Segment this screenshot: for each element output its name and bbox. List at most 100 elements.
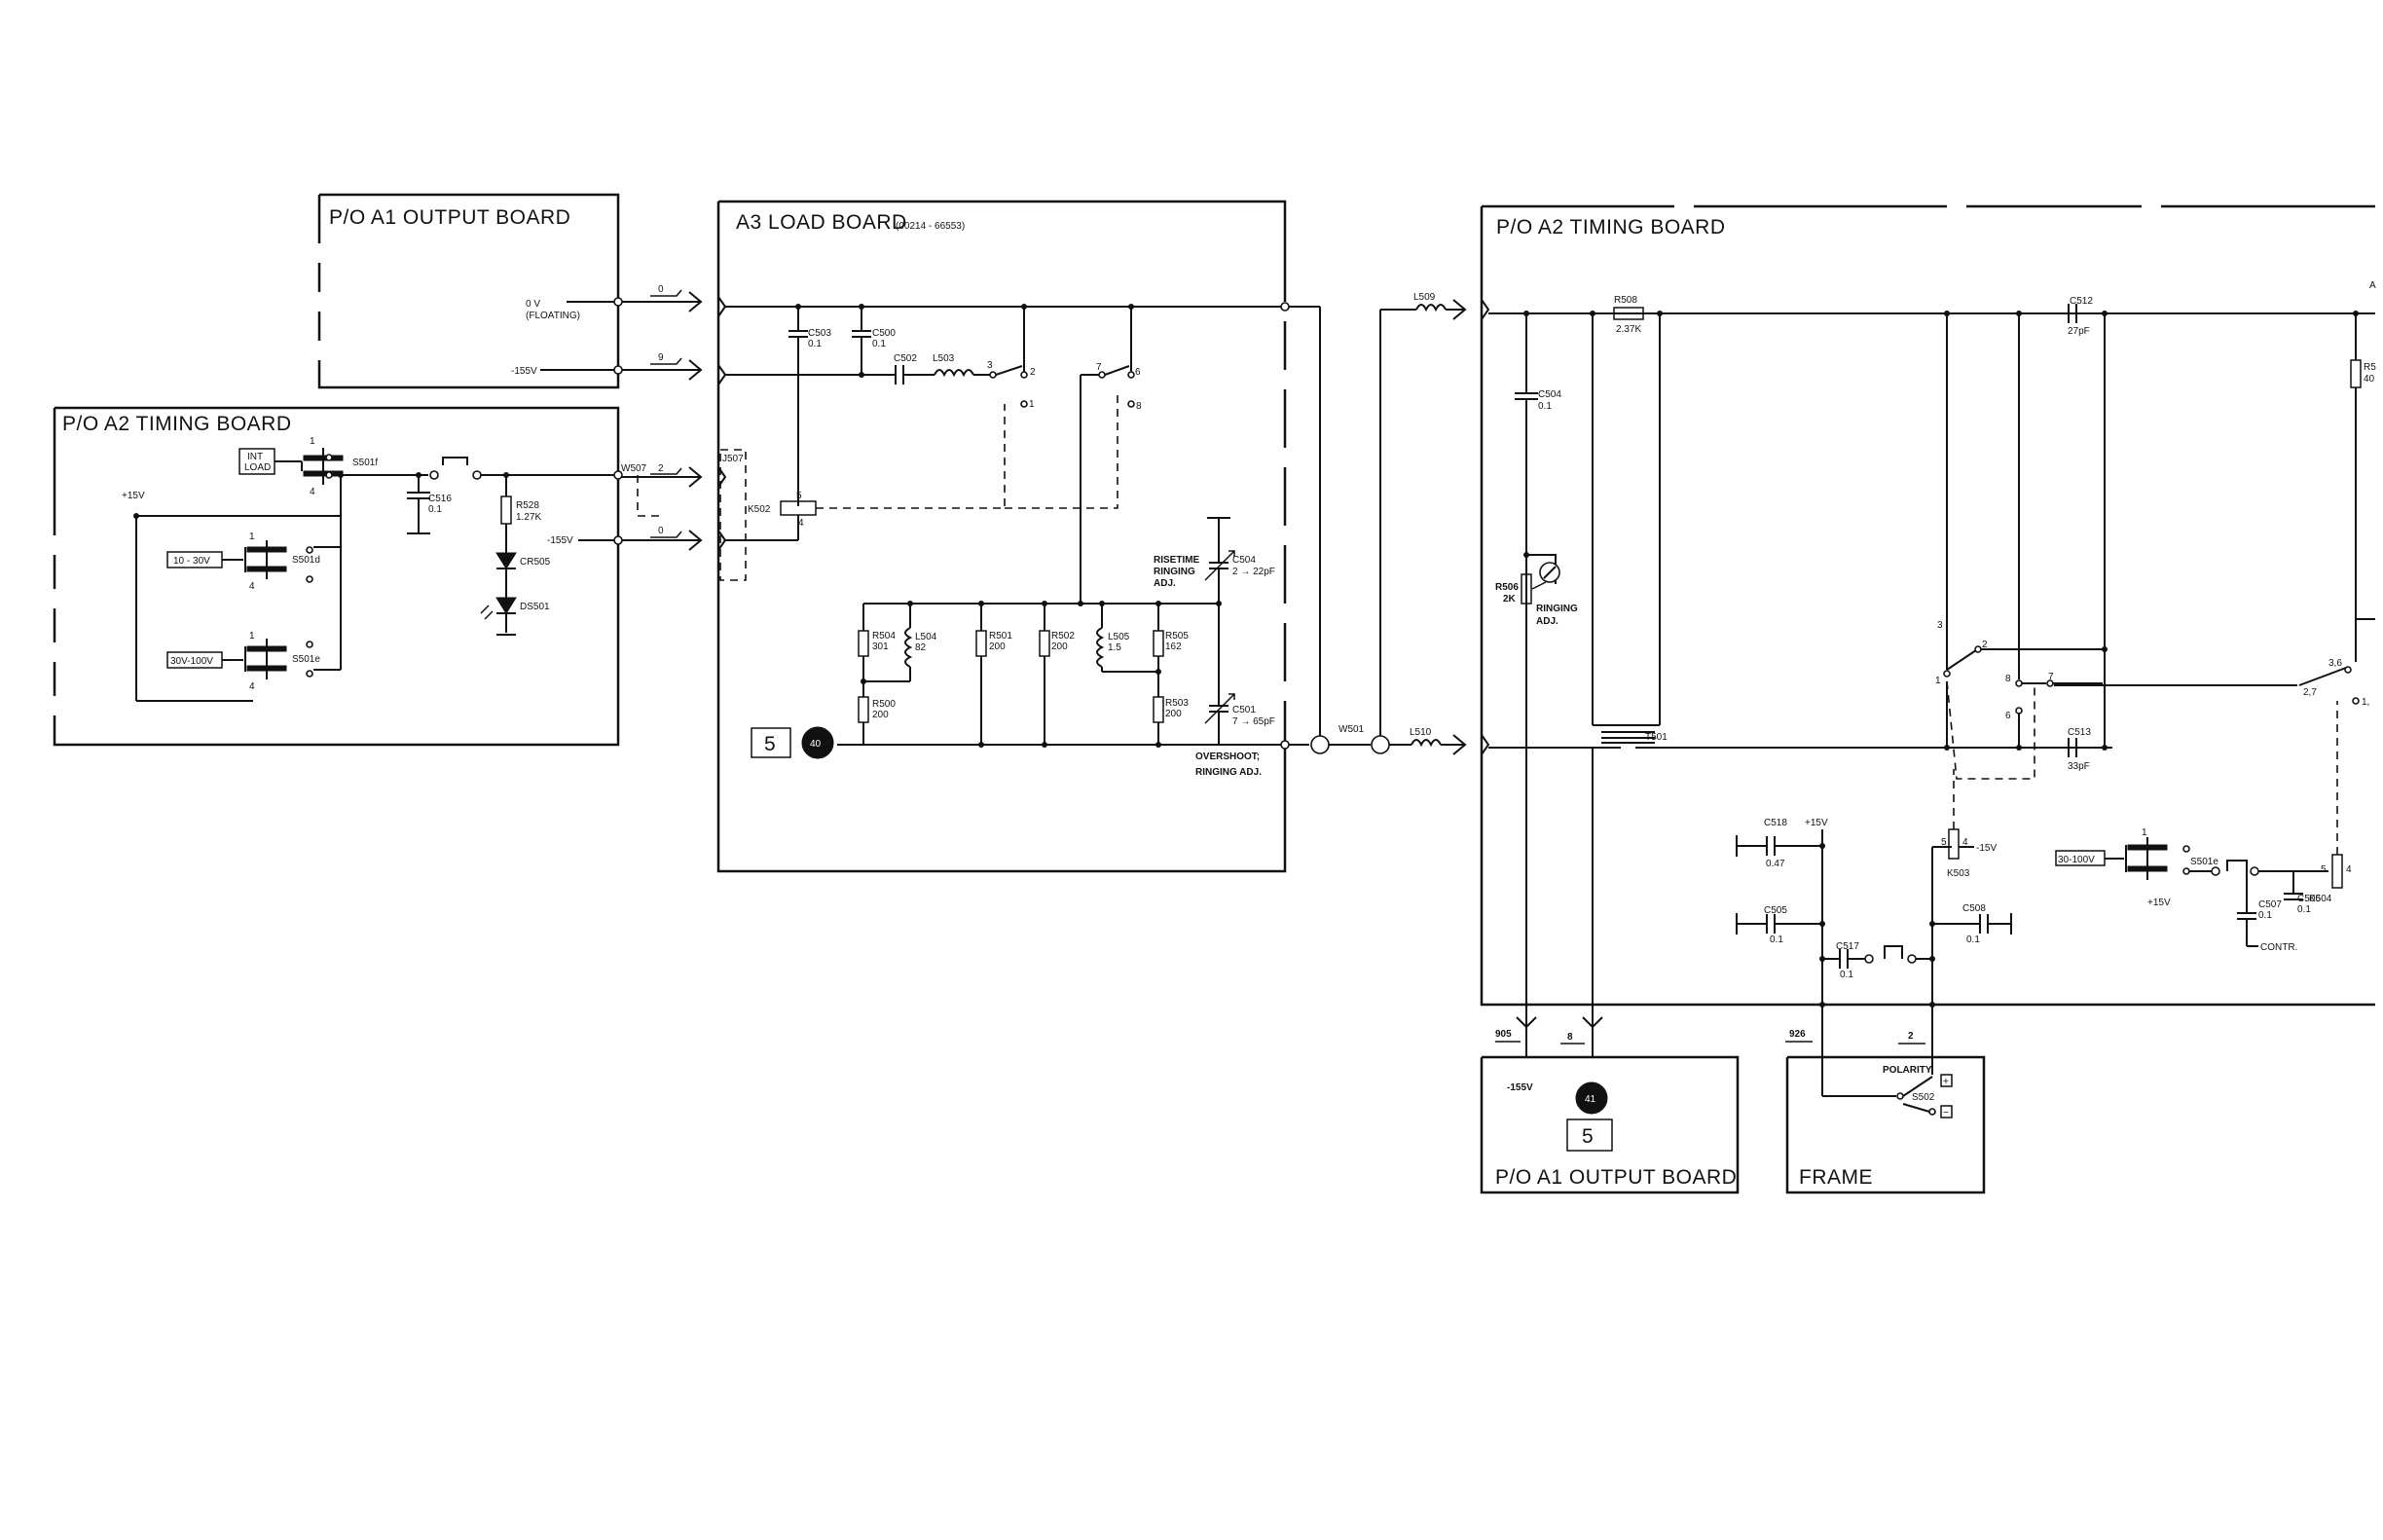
pin-3: 3 xyxy=(987,360,993,371)
label-j507: J507 xyxy=(722,454,744,464)
a1-output-board-top: P/O A1 OUTPUT BOARD 0 V (FLOATING) -155V… xyxy=(317,193,703,389)
label-r503: R503 xyxy=(1165,698,1189,709)
label-30-100v: 30V-100V xyxy=(170,656,213,667)
ringing-adj-1: RINGING xyxy=(1536,604,1578,614)
value-r500: 200 xyxy=(872,710,889,720)
label-c517: C517 xyxy=(1836,941,1859,952)
pin-27-r: 2,7 xyxy=(2303,687,2317,698)
pin-5-k503: 5 xyxy=(1941,837,1947,848)
pin-4-k503: 4 xyxy=(1962,837,1968,848)
ringing-adj-2: ADJ. xyxy=(1536,616,1558,627)
a2-timing-board-left: P/O A2 TIMING BOARD INT LOAD 1 4 S501f +… xyxy=(53,406,703,747)
value-c513: 33pF xyxy=(2068,761,2090,772)
label-c512: C512 xyxy=(2070,296,2093,307)
a3-part-number: (00214 - 66553) xyxy=(896,221,965,232)
a2-left-title: P/O A2 TIMING BOARD xyxy=(62,413,292,435)
label-s501f: S501f xyxy=(352,458,378,468)
label-t501: T501 xyxy=(1645,732,1668,743)
pin-4: 4 xyxy=(310,487,315,497)
pin-1-d: 1 xyxy=(249,532,255,542)
pin-5-k504: 5 xyxy=(2321,864,2327,875)
sheet-ref-circle-bottom: 41 xyxy=(1585,1094,1596,1105)
risetime-label-2: RINGING xyxy=(1154,567,1195,577)
value-c505: 0.1 xyxy=(1770,935,1783,945)
a2-timing-board-right: P/O A2 TIMING BOARD R508 2.37K T501 C504… xyxy=(1480,204,2376,1012)
value-c516: 0.1 xyxy=(428,504,442,515)
label-c505: C505 xyxy=(1764,905,1787,916)
overshoot-label-1: OVERSHOOT; xyxy=(1195,752,1260,762)
label-m155-bottom: -155V xyxy=(1507,1082,1533,1093)
pin-6-r: 6 xyxy=(2005,711,2011,721)
pin-1: 1 xyxy=(310,436,315,447)
value-c503: 0.1 xyxy=(808,339,822,349)
label-r506: R506 xyxy=(1495,582,1519,593)
value-c508: 0.1 xyxy=(1966,935,1980,945)
value-c507: 0.1 xyxy=(2258,910,2272,921)
pin-7: 7 xyxy=(1096,362,1102,373)
pin-3-r: 3 xyxy=(1937,620,1943,631)
label-m155-top: -155V xyxy=(511,366,537,377)
label-c504-a2: C504 xyxy=(1538,389,1561,400)
label-0v: 0 V xyxy=(526,299,540,310)
value-r508: 2.37K xyxy=(1616,324,1641,335)
value-l505: 1.5 xyxy=(1108,642,1121,653)
value-c517: 0.1 xyxy=(1840,970,1853,980)
value-r528: 1.27K xyxy=(516,512,541,523)
value-c504-a3: 2 → 22pF xyxy=(1232,567,1275,577)
pin-4-d: 4 xyxy=(249,581,255,592)
sheet-ref-box-a3: 5 xyxy=(764,733,776,755)
value-c512: 27pF xyxy=(2068,326,2090,337)
label-contr: CONTR. xyxy=(2260,942,2297,953)
sheet-ref-box-bottom: 5 xyxy=(1582,1125,1594,1148)
a2-right-title: P/O A2 TIMING BOARD xyxy=(1496,216,1726,238)
label-w501: W501 xyxy=(1338,724,1365,735)
pin-4-e: 4 xyxy=(249,681,255,692)
label-l510: L510 xyxy=(1410,727,1432,738)
bottom-connections: 905 8 926 2 xyxy=(1495,1002,1935,1045)
a1-top-title: P/O A1 OUTPUT BOARD xyxy=(329,206,570,229)
pin-5: 5 xyxy=(796,491,802,501)
label-k504: K504 xyxy=(2309,894,2332,904)
plus-symbol: + xyxy=(1943,1077,1949,1087)
label-r500: R500 xyxy=(872,699,896,710)
value-r5: 40 xyxy=(2364,374,2375,385)
pin-1b-r: 1, xyxy=(2362,697,2369,708)
wire-905: 905 xyxy=(1495,1029,1512,1040)
pin-1-e: 1 xyxy=(249,631,255,642)
label-r504: R504 xyxy=(872,631,896,642)
pin-7-r: 7 xyxy=(2048,672,2054,682)
label-c508: C508 xyxy=(1962,903,1986,914)
pin-1-s501e-r: 1 xyxy=(2142,827,2147,838)
pin-1: 1 xyxy=(1029,399,1035,410)
label-r5: R5 xyxy=(2364,362,2376,373)
label-c503: C503 xyxy=(808,328,831,339)
label-c507: C507 xyxy=(2258,899,2282,910)
label-c502: C502 xyxy=(894,353,917,364)
wire-926: 926 xyxy=(1789,1029,1806,1040)
value-c518: 0.47 xyxy=(1766,859,1785,869)
label-c518: C518 xyxy=(1764,818,1787,828)
label-r501: R501 xyxy=(989,631,1012,642)
label-s501d: S501d xyxy=(292,555,320,566)
interboard-wiring: L509 W501 L510 xyxy=(1289,292,1467,755)
label-l505: L505 xyxy=(1108,632,1130,642)
label-c504-a3: C504 xyxy=(1232,555,1256,566)
label-r502: R502 xyxy=(1051,631,1075,642)
wire-9: 9 xyxy=(658,352,664,363)
label-r528: R528 xyxy=(516,500,539,511)
label-s502: S502 xyxy=(1912,1092,1935,1103)
label-floating: (FLOATING) xyxy=(526,311,580,321)
label-30-100v-r: 30-100V xyxy=(2058,855,2095,865)
label-m155-left: -155V xyxy=(547,535,573,546)
value-c500: 0.1 xyxy=(872,339,886,349)
value-r504: 301 xyxy=(872,642,889,652)
label-c513: C513 xyxy=(2068,727,2091,738)
label-load: LOAD xyxy=(244,462,271,473)
value-c501: 7 → 65pF xyxy=(1232,716,1275,727)
pin-6: 6 xyxy=(1135,367,1141,378)
pin-2-r: 2 xyxy=(1982,640,1988,650)
label-int: INT xyxy=(247,452,263,462)
minus-symbol: − xyxy=(1943,1108,1949,1118)
value-r505: 162 xyxy=(1165,642,1182,652)
risetime-label-1: RISETIME xyxy=(1154,555,1200,566)
